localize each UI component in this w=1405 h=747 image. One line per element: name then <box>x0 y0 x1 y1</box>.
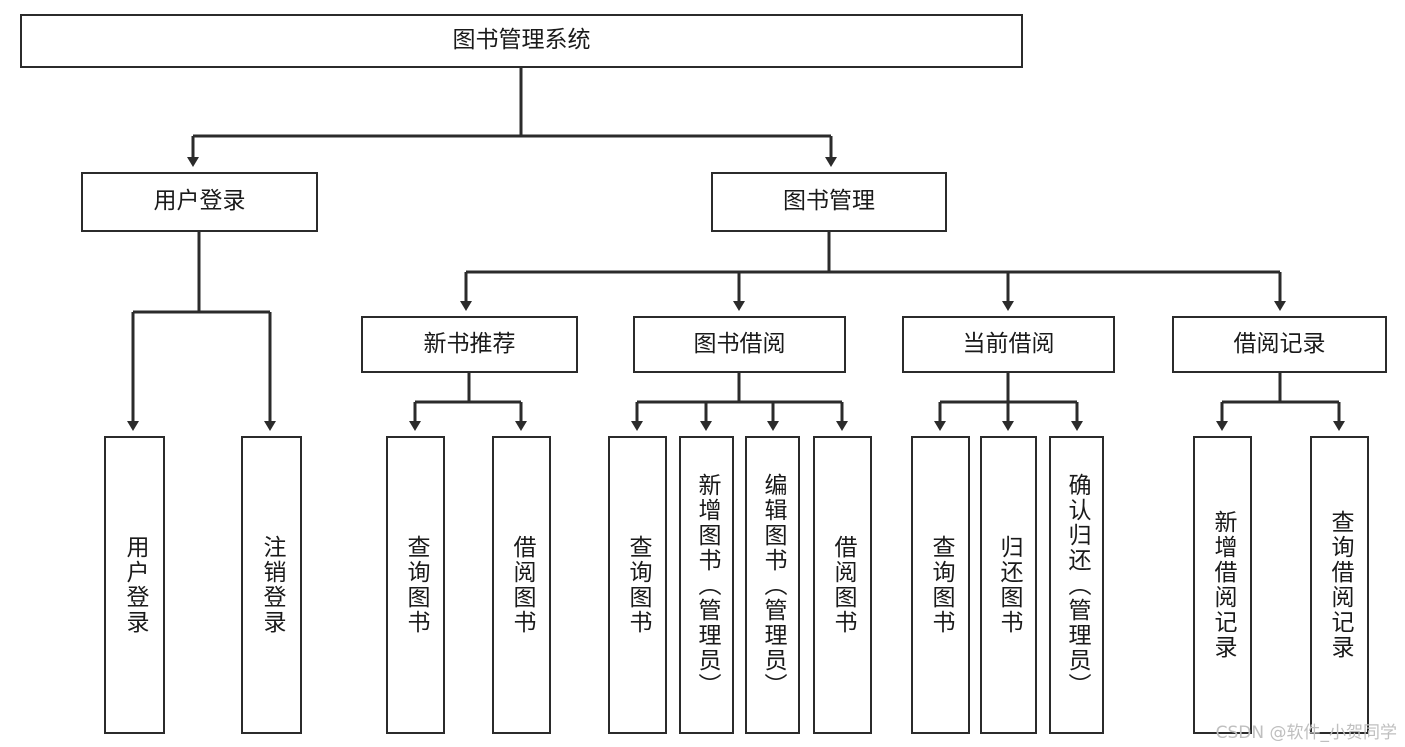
node-user-login-label: 用户登录 <box>153 188 246 215</box>
node-leaf-bb-query-book[interactable]: 查询图书 <box>608 436 667 734</box>
node-leaf-bb-borrow-book[interactable]: 借阅图书 <box>813 436 872 734</box>
node-root[interactable]: 图书管理系统 <box>20 14 1023 68</box>
node-leaf-logout-label: 注销登录 <box>259 535 285 635</box>
node-book-borrow[interactable]: 图书借阅 <box>633 316 846 373</box>
node-leaf-bb-borrow-book-label: 借阅图书 <box>830 535 856 635</box>
node-new-book-recommend-label: 新书推荐 <box>423 330 516 357</box>
watermark-text: CSDN @软件_小贺同学 <box>1215 723 1397 743</box>
node-root-label: 图书管理系统 <box>452 27 591 54</box>
node-leaf-user-login[interactable]: 用户登录 <box>104 436 165 734</box>
node-leaf-nb-query-book-label: 查询图书 <box>403 535 429 635</box>
node-current-borrow-label: 当前借阅 <box>962 330 1055 357</box>
node-leaf-cb-confirm-return-label: 确认归还（管理员） <box>1064 472 1090 698</box>
node-leaf-bb-add-book-label: 新增图书（管理员） <box>694 472 720 698</box>
node-leaf-cb-query-book-label: 查询图书 <box>928 535 954 635</box>
node-leaf-cb-return-book[interactable]: 归还图书 <box>980 436 1037 734</box>
node-current-borrow[interactable]: 当前借阅 <box>902 316 1115 373</box>
node-leaf-cb-return-book-label: 归还图书 <box>996 535 1022 635</box>
node-leaf-br-query-record[interactable]: 查询借阅记录 <box>1310 436 1369 734</box>
node-new-book-recommend[interactable]: 新书推荐 <box>361 316 578 373</box>
node-book-management[interactable]: 图书管理 <box>711 172 947 232</box>
node-leaf-bb-add-book[interactable]: 新增图书（管理员） <box>679 436 734 734</box>
node-leaf-bb-query-book-label: 查询图书 <box>625 535 651 635</box>
node-leaf-cb-confirm-return[interactable]: 确认归还（管理员） <box>1049 436 1104 734</box>
node-leaf-br-add-record-label: 新增借阅记录 <box>1210 510 1236 660</box>
node-leaf-nb-query-book[interactable]: 查询图书 <box>386 436 445 734</box>
node-user-login[interactable]: 用户登录 <box>81 172 318 232</box>
node-borrow-record-label: 借阅记录 <box>1233 330 1326 357</box>
node-leaf-user-login-label: 用户登录 <box>122 535 148 635</box>
node-borrow-record[interactable]: 借阅记录 <box>1172 316 1387 373</box>
node-leaf-br-add-record[interactable]: 新增借阅记录 <box>1193 436 1252 734</box>
node-leaf-nb-borrow-book-label: 借阅图书 <box>509 535 535 635</box>
node-leaf-cb-query-book[interactable]: 查询图书 <box>911 436 970 734</box>
node-leaf-br-query-record-label: 查询借阅记录 <box>1327 510 1353 660</box>
node-leaf-bb-edit-book-label: 编辑图书（管理员） <box>760 472 786 698</box>
node-book-management-label: 图书管理 <box>783 188 875 215</box>
node-leaf-logout[interactable]: 注销登录 <box>241 436 302 734</box>
node-book-borrow-label: 图书借阅 <box>693 330 786 357</box>
node-leaf-bb-edit-book[interactable]: 编辑图书（管理员） <box>745 436 800 734</box>
node-leaf-nb-borrow-book[interactable]: 借阅图书 <box>492 436 551 734</box>
